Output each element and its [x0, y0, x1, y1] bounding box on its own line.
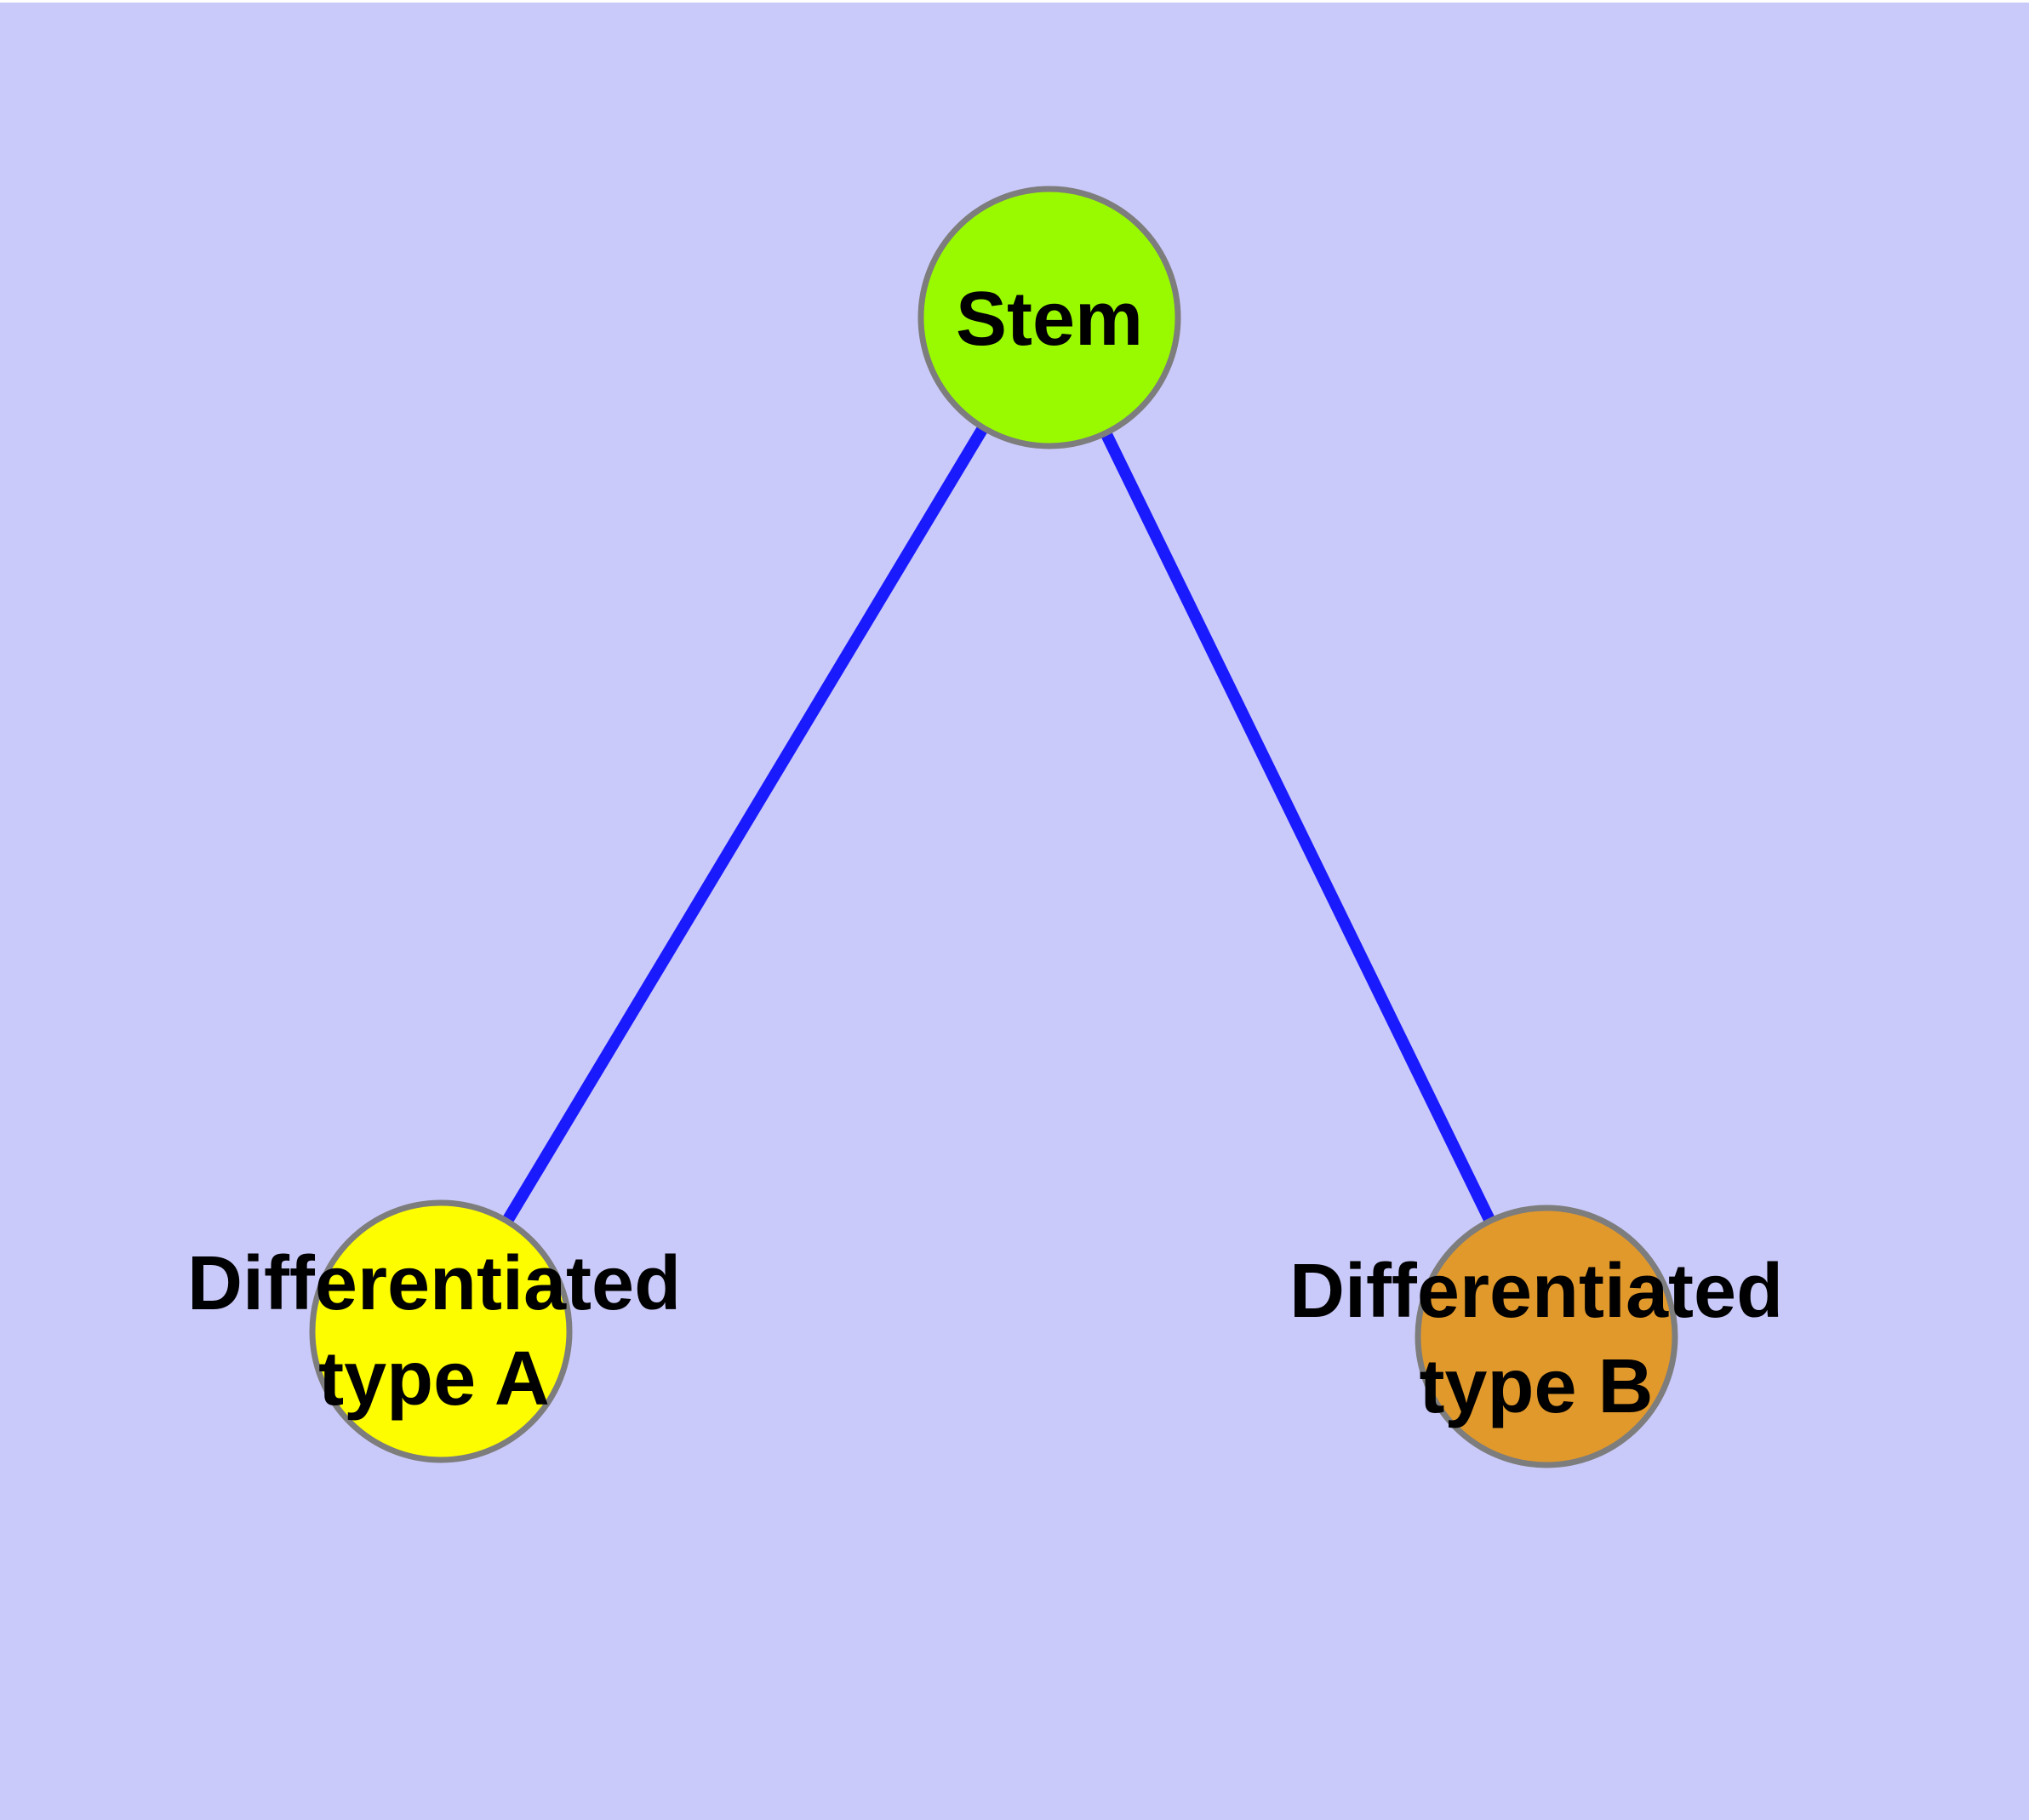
node-type-a-label-line1: Differentiated	[186, 1241, 682, 1326]
node-stem-label: Stem	[955, 277, 1144, 362]
edge-stem-to-type-a	[435, 314, 1055, 1335]
edge-stem-to-type-b	[1043, 314, 1552, 1340]
node-type-a-label: Differentiated type A	[187, 1236, 681, 1427]
node-stem-circle	[917, 186, 1181, 449]
node-type-a-label-line2: type A	[318, 1336, 550, 1422]
top-edge-strip	[0, 0, 2029, 3]
node-type-b-label: Differentiated type B	[1289, 1244, 1783, 1434]
node-type-b-label-line2: type B	[1419, 1344, 1654, 1429]
node-type-b-label-line1: Differentiated	[1289, 1249, 1784, 1334]
node-type-b-circle	[1415, 1205, 1678, 1468]
node-type-a-circle	[309, 1199, 573, 1463]
